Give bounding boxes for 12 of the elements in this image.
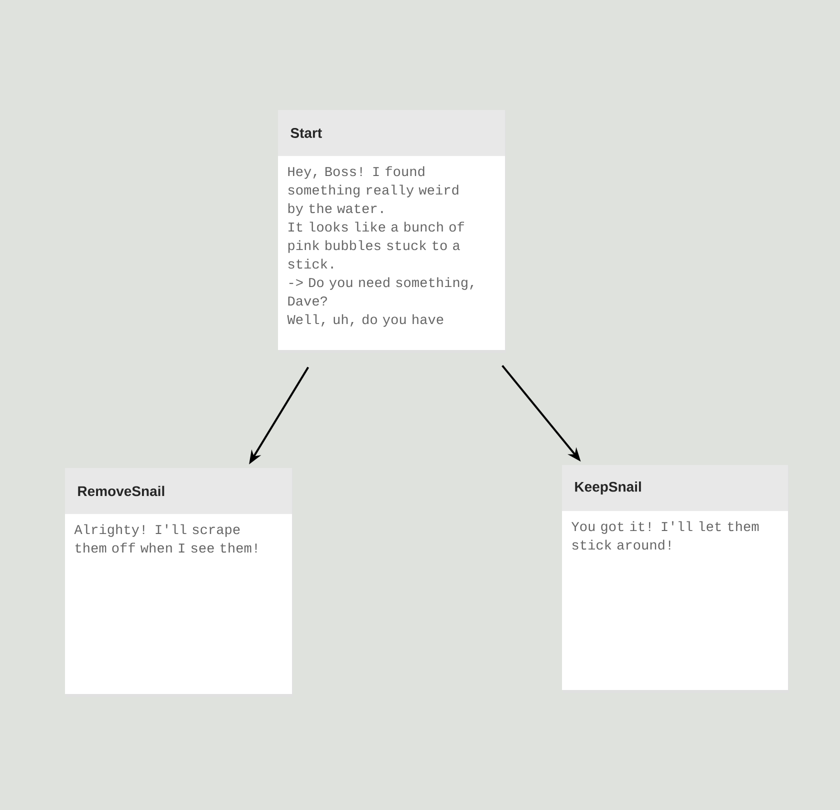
card-text: Alrighty! I'll scrape them off when I see them! — [74, 524, 257, 553]
card — [562, 464, 789, 693]
card-text: Well, uh, do you have — [287, 314, 444, 327]
card-text: -> Do you need something, Dave? — [288, 277, 474, 306]
card-title: KeepSnail — [575, 481, 641, 494]
card-title: Start — [290, 128, 322, 138]
card-text: You got it! I'll let them stick around! — [571, 521, 759, 550]
card-title: RemoveSnail — [78, 486, 164, 496]
card-text: Hey, Boss! I found something really weird by the water. — [288, 166, 458, 216]
card — [65, 468, 293, 697]
card-text: It looks like a bunch of pink bubbles stuck to a stick. — [288, 222, 464, 269]
card — [278, 110, 506, 353]
